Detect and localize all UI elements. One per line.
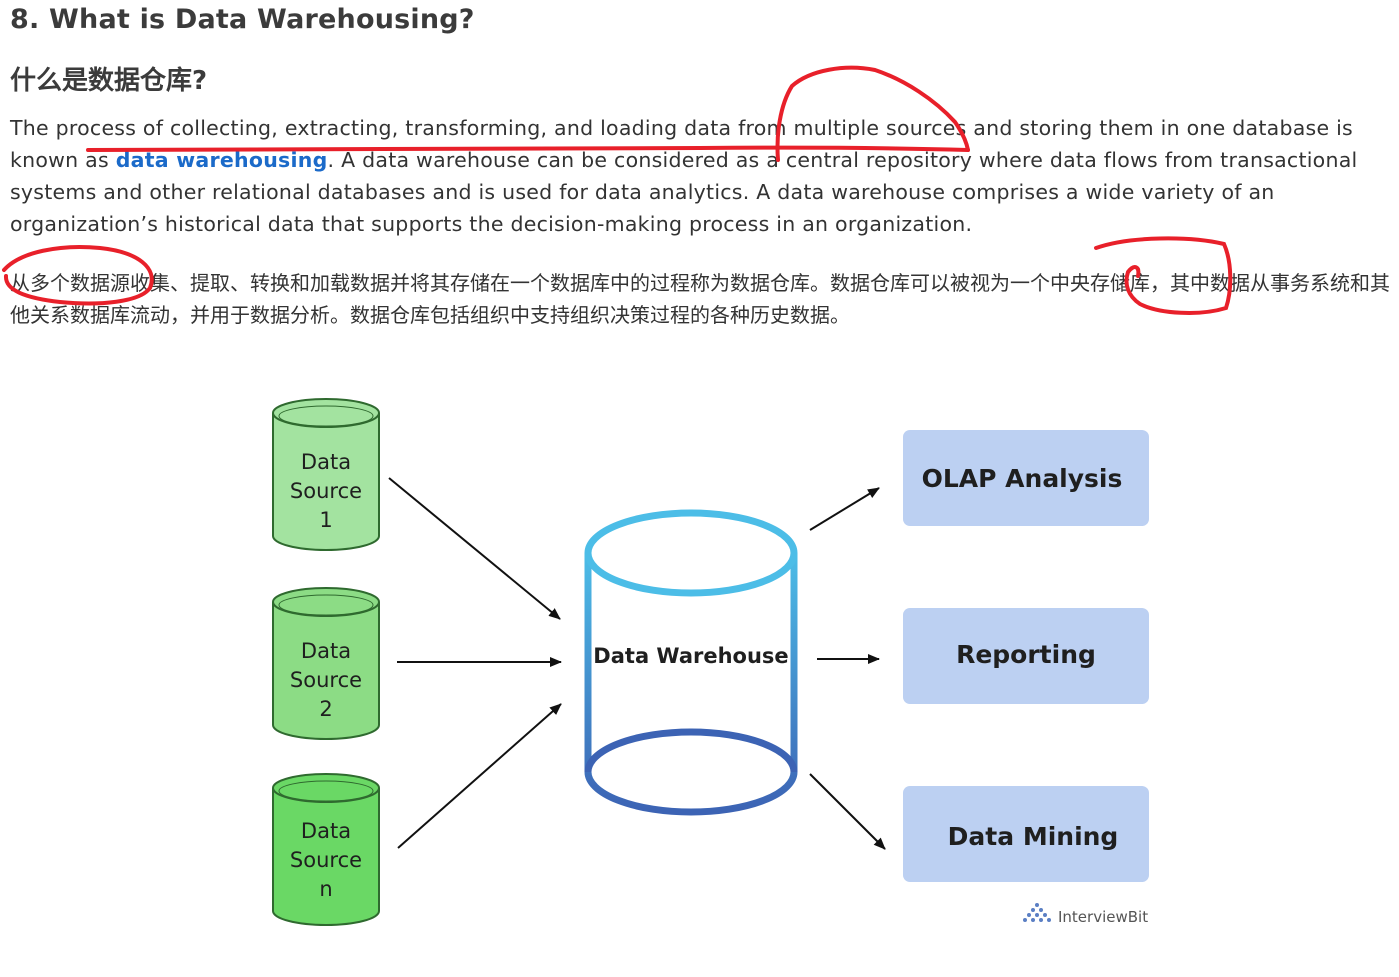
interviewbit-logo-text: InterviewBit bbox=[1058, 908, 1148, 926]
olap-analysis-label: OLAP Analysis bbox=[922, 464, 1123, 493]
data-source-1-cylinder: Data Source 1 bbox=[272, 398, 380, 551]
interviewbit-logo: InterviewBit bbox=[1023, 903, 1148, 926]
data-mining-label: Data Mining bbox=[948, 822, 1119, 851]
data-warehouse-cylinder: Data Warehouse bbox=[584, 509, 798, 816]
data-source-n-label-line1: Data bbox=[301, 819, 351, 843]
data-source-1-label-line1: Data bbox=[301, 450, 351, 474]
data-source-1-label-line2: Source bbox=[290, 479, 362, 503]
arrow-sourcen-to-warehouse bbox=[397, 703, 562, 849]
data-source-2-label-line3: 2 bbox=[319, 697, 332, 721]
paragraph-text-before-link: The process of collecting, extracting, t… bbox=[10, 116, 1353, 172]
arrow-source1-to-warehouse bbox=[388, 477, 561, 620]
reporting-label: Reporting bbox=[956, 640, 1096, 669]
data-source-2-label-line2: Source bbox=[290, 668, 362, 692]
olap-analysis-box: OLAP Analysis bbox=[903, 430, 1149, 526]
data-source-n-label-line2: Source bbox=[290, 848, 362, 872]
page-heading: 8. What is Data Warehousing? bbox=[10, 4, 475, 35]
data-mining-box: Data Mining bbox=[903, 786, 1149, 882]
reporting-box: Reporting bbox=[903, 608, 1149, 704]
data-warehousing-link[interactable]: data warehousing bbox=[115, 148, 328, 172]
arrow-warehouse-to-olap bbox=[809, 487, 880, 531]
data-warehouse-label: Data Warehouse bbox=[593, 644, 788, 668]
interviewbit-triangle-icon bbox=[1023, 903, 1051, 922]
data-source-2-cylinder: Data Source 2 bbox=[272, 587, 380, 740]
data-source-1-label-line3: 1 bbox=[319, 508, 332, 532]
page-subheading-zh: 什么是数据仓库? bbox=[10, 66, 208, 96]
arrow-warehouse-to-mining bbox=[809, 773, 886, 850]
data-source-n-label-line3: n bbox=[319, 877, 332, 901]
data-source-2-label-line1: Data bbox=[301, 639, 351, 663]
data-source-n-cylinder: Data Source n bbox=[272, 773, 380, 926]
